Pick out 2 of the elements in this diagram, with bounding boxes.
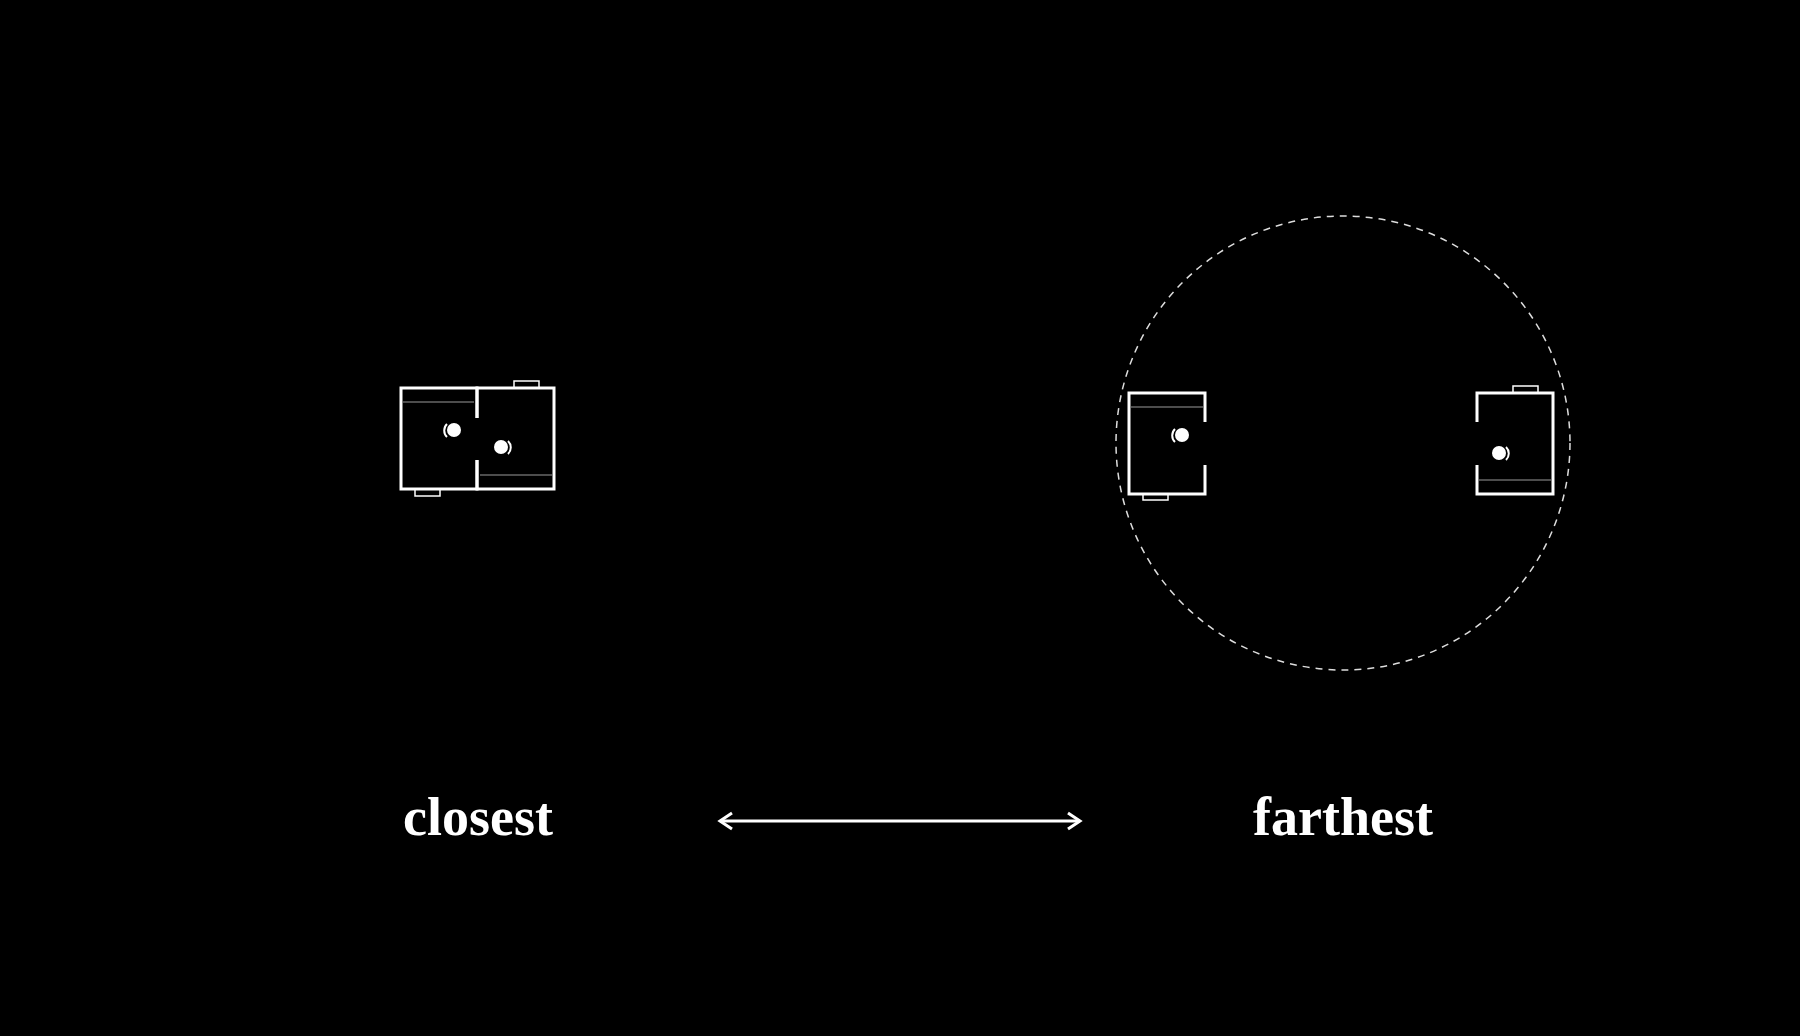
distance-label: closest	[403, 786, 553, 848]
distance-label: farthest	[1253, 786, 1433, 848]
